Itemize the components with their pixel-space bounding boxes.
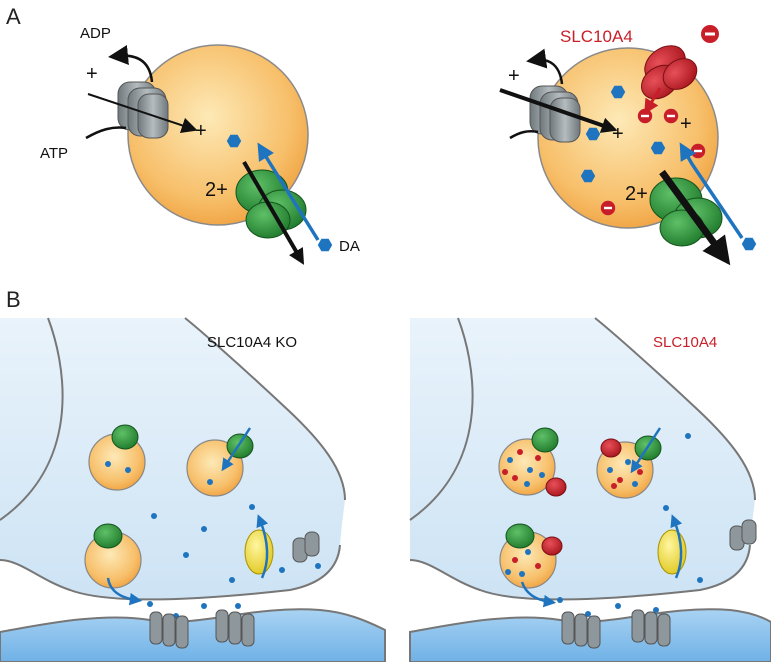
presynaptic-cytoplasm-left (0, 318, 345, 600)
negative-charge-icon (600, 200, 616, 216)
presynaptic-membrane-right-edge (184, 317, 346, 501)
negative-charge-icon (701, 25, 719, 43)
vesicle (498, 438, 556, 496)
panel-a-left: ADP ATP + + 2+ DA (40, 25, 360, 265)
reuptake-arrow (670, 514, 683, 579)
vesicle (186, 439, 244, 497)
anion-influx-arrow (644, 87, 662, 115)
dopamine-dots-right (557, 433, 703, 617)
presynaptic-membrane-bottom-left (0, 544, 341, 601)
postsynaptic-membrane-left (0, 608, 386, 662)
da-label: DA (339, 238, 360, 255)
slc10a4-label-b: SLC10A4 (653, 334, 717, 351)
slc10a4-protein (640, 45, 698, 100)
negative-charge-icon (663, 108, 679, 124)
two-plus-right: 2+ (625, 183, 648, 205)
v-atpase-pump-left (117, 81, 169, 139)
negative-charge-icon (690, 143, 706, 159)
panel-a-label: A (6, 4, 21, 29)
proton-efflux-arrow-right (659, 169, 731, 266)
slc10a4-ko-label: SLC10A4 KO (207, 334, 297, 351)
panel-a-right: SLC10A4 + + + (499, 25, 757, 266)
presynaptic-membrane-side-left (0, 317, 64, 521)
plus-pump-right: + (508, 65, 520, 87)
plus-inside-right-1: + (612, 123, 624, 145)
two-plus-left: 2+ (205, 179, 228, 201)
slc10a4-protein (545, 477, 567, 497)
slc10a4-title-a: SLC10A4 (560, 27, 633, 46)
exocytosis-arrow (106, 577, 143, 606)
postsynaptic-receptors-right (561, 609, 671, 649)
proton-efflux-arrow-left (242, 160, 305, 265)
dopamine-hexagon-icon (317, 238, 333, 252)
vmat2-transporter (226, 433, 254, 459)
presynaptic-membrane-side-right (409, 317, 474, 521)
slc10a4-protein (600, 438, 622, 458)
proton-arrow-right (499, 88, 618, 133)
vesicle-contents (607, 459, 643, 489)
dopamine-influx-arrow-right (679, 142, 744, 239)
atp-label: ATP (40, 145, 68, 162)
plus-pump-left: + (86, 63, 98, 85)
dopamine-uptake-arrow (630, 427, 662, 474)
vesicle-contents (502, 449, 545, 487)
presynaptic-membrane-bottom-right (409, 544, 751, 601)
dopamine-hexagon-icon (741, 237, 757, 251)
postsynaptic-receptors-left (149, 609, 255, 649)
atp-arrow-right (509, 130, 539, 140)
panel-b-left-terminal: SLC10A4 KO (0, 317, 386, 662)
presynaptic-cytoplasm-right (410, 318, 755, 600)
adp-arrow-right (526, 48, 564, 85)
panel-b-right-terminal: SLC10A4 (409, 317, 771, 662)
plus-inside-right-2: + (680, 113, 692, 135)
panel-b-label: B (6, 287, 21, 312)
presynaptic-membrane-right-edge-2 (594, 317, 756, 501)
v-atpase-pump-right (529, 85, 581, 143)
adp-arrow (108, 45, 154, 83)
adp-label: ADP (80, 25, 111, 42)
dopamine-dots-left (147, 504, 321, 619)
dopamine-uptake-arrow (221, 427, 252, 472)
vmat2-transporter (111, 424, 139, 450)
negative-charge-icon (637, 108, 653, 124)
plus-inside-left: + (195, 120, 207, 142)
dopamine-influx-arrow-left (257, 142, 320, 241)
exocytosis-arrow (520, 581, 557, 608)
atp-arrow (85, 126, 127, 140)
reuptake-arrow (256, 514, 269, 579)
presynaptic-receptor (292, 531, 320, 563)
vmat2-transporter (93, 523, 123, 549)
proton-arrow-left (87, 93, 198, 134)
dopamine-transporter (244, 529, 274, 575)
slc10a4-protein (541, 536, 563, 556)
vmat2-transporter (531, 427, 559, 453)
vmat2-transporter (505, 523, 535, 549)
vesicle-contents (505, 549, 541, 577)
presynaptic-receptor (729, 519, 757, 551)
